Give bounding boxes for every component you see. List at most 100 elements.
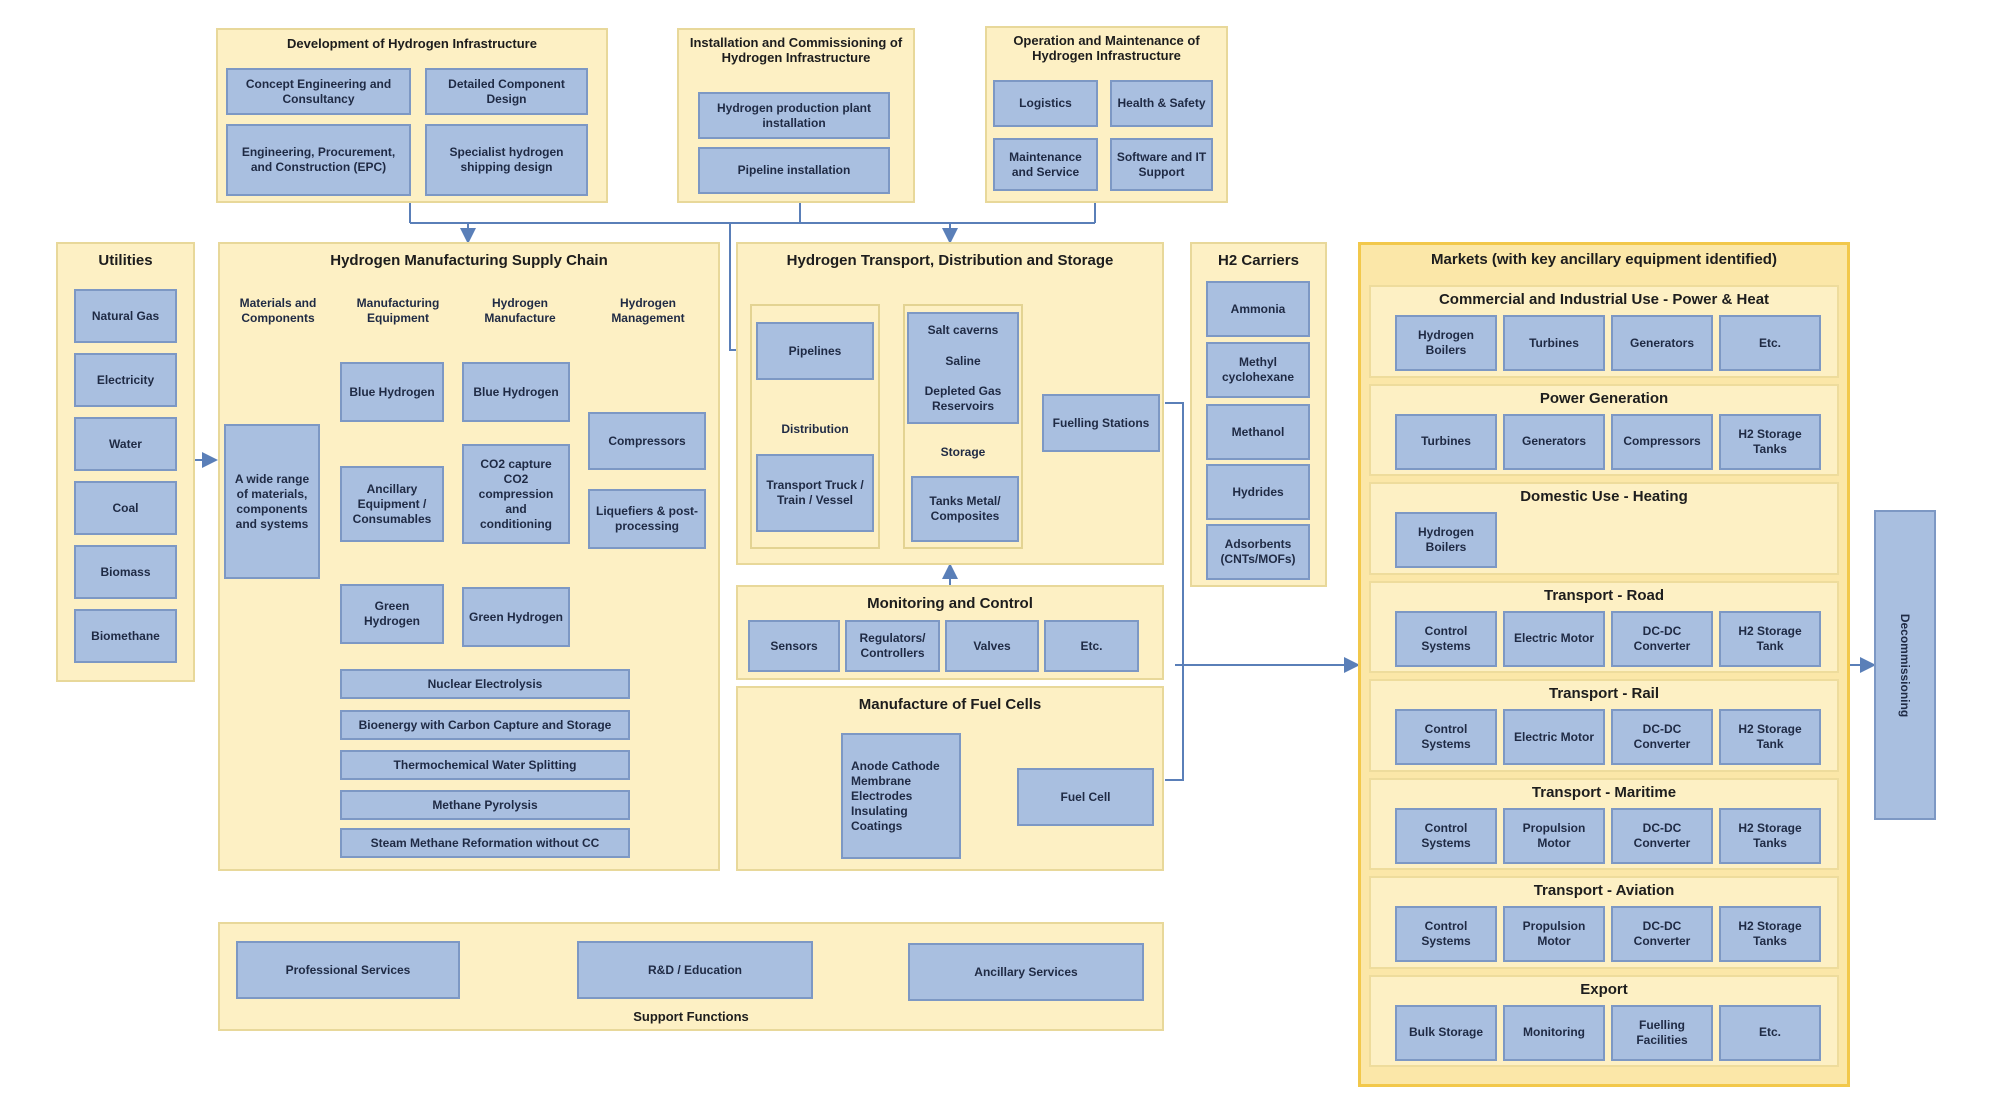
- natural-gas-box: Natural Gas: [74, 289, 177, 343]
- rd-education-box: R&D / Education: [577, 941, 813, 999]
- ammonia-box: Ammonia: [1206, 281, 1310, 337]
- column-materials: Materials and Components: [239, 296, 317, 325]
- adsorbents-box: Adsorbents (CNTs/MOFs): [1206, 524, 1310, 580]
- monitoring-title: Monitoring and Control: [867, 595, 1033, 612]
- column-equipment: Manufacturing Equipment: [356, 296, 440, 325]
- shipping-design-box: Specialist hydrogen shipping design: [425, 124, 588, 196]
- co2-capture-box: CO2 capture CO2 compression and conditio…: [462, 444, 570, 544]
- methyl-cyclohexane-box: Methyl cyclohexane: [1206, 342, 1310, 398]
- hydrides-box: Hydrides: [1206, 464, 1310, 520]
- operation-title: Operation and Maintenance of Hydrogen In…: [1013, 33, 1200, 63]
- market-item-box: H2 Storage Tanks: [1719, 906, 1821, 962]
- market-item-box: Electric Motor: [1503, 610, 1605, 667]
- transport-title: Hydrogen Transport, Distribution and Sto…: [786, 252, 1114, 269]
- markets-title: Markets (with key ancillary equipment id…: [1431, 251, 1777, 268]
- operation-panel: Operation and Maintenance of Hydrogen In…: [985, 26, 1228, 203]
- market-item-box: DC-DC Converter: [1611, 709, 1713, 765]
- tanks-box: Tanks Metal/ Composites: [911, 476, 1019, 542]
- concept-engineering-box: Concept Engineering and Consultancy: [226, 68, 411, 115]
- market-item-box: Monitoring: [1503, 1004, 1605, 1061]
- methanol-box: Methanol: [1206, 404, 1310, 460]
- market-item-box: Turbines: [1395, 413, 1497, 470]
- green-hydrogen-manufacture-box: Green Hydrogen: [462, 587, 570, 647]
- market-item-box: H2 Storage Tanks: [1719, 413, 1821, 470]
- health-safety-box: Health & Safety: [1110, 80, 1213, 127]
- blue-hydrogen-equipment-box: Blue Hydrogen: [340, 362, 444, 422]
- market-item-box: Propulsion Motor: [1503, 807, 1605, 864]
- development-title: Development of Hydrogen Infrastructure: [287, 36, 537, 51]
- fuelling-stations-box: Fuelling Stations: [1042, 394, 1160, 452]
- coal-box: Coal: [74, 481, 177, 535]
- transport-modes-box: Transport Truck / Train / Vessel: [756, 454, 874, 532]
- carriers-panel: H2 Carriers Ammonia Methyl cyclohexane M…: [1190, 242, 1327, 587]
- utilities-panel: Utilities Natural Gas Electricity Water …: [56, 242, 195, 682]
- market-item-box: Generators: [1611, 315, 1713, 371]
- market-section-title: Domestic Use - Heating: [1520, 488, 1688, 505]
- market-item-box: Hydrogen Boilers: [1395, 512, 1497, 568]
- market-item-box: Turbines: [1503, 315, 1605, 371]
- salt-caverns-box: Salt caverns: [907, 312, 1019, 346]
- compressors-box: Compressors: [588, 412, 706, 470]
- beccs-box: Bioenergy with Carbon Capture and Storag…: [340, 710, 630, 740]
- market-item-box: DC-DC Converter: [1611, 906, 1713, 962]
- market-item-box: H2 Storage Tank: [1719, 709, 1821, 765]
- column-management: Hydrogen Management: [611, 296, 685, 325]
- component-design-box: Detailed Component Design: [425, 68, 588, 115]
- market-section: Commercial and Industrial Use - Power & …: [1369, 285, 1839, 378]
- market-section-title: Transport - Aviation: [1533, 882, 1675, 899]
- epc-box: Engineering, Procurement, and Constructi…: [226, 124, 411, 196]
- support-panel: Professional Services R&D / Education An…: [218, 922, 1164, 1031]
- valves-box: Valves: [945, 620, 1039, 672]
- column-manufacture: Hydrogen Manufacture: [484, 296, 556, 325]
- market-item-box: H2 Storage Tanks: [1719, 807, 1821, 864]
- fuel-cell-box: Fuel Cell: [1017, 768, 1154, 826]
- depleted-reservoirs-box: Depleted Gas Reservoirs: [907, 376, 1019, 424]
- water-box: Water: [74, 417, 177, 471]
- saline-box: Saline: [907, 346, 1019, 376]
- electricity-box: Electricity: [74, 353, 177, 407]
- software-support-box: Software and IT Support: [1110, 138, 1213, 191]
- market-section-title: Commercial and Industrial Use - Power & …: [1438, 291, 1770, 308]
- market-item-box: Generators: [1503, 413, 1605, 470]
- biomethane-box: Biomethane: [74, 609, 177, 663]
- distribution-label: Distribution: [781, 421, 849, 436]
- market-section-title: Transport - Rail: [1548, 685, 1660, 702]
- installation-title: Installation and Commissioning of Hydrog…: [689, 35, 903, 65]
- green-hydrogen-equipment-box: Green Hydrogen: [340, 584, 444, 644]
- market-item-box: Etc.: [1719, 1004, 1821, 1061]
- pipeline-installation-box: Pipeline installation: [698, 147, 890, 194]
- market-section-title: Transport - Maritime: [1531, 783, 1677, 801]
- carriers-title: H2 Carriers: [1218, 252, 1299, 269]
- monitoring-etc-box: Etc.: [1044, 620, 1139, 672]
- methane-pyrolysis-box: Methane Pyrolysis: [340, 790, 630, 820]
- thermochemical-box: Thermochemical Water Splitting: [340, 750, 630, 780]
- liquefiers-box: Liquefiers & post-processing: [588, 489, 706, 549]
- market-item-box: Bulk Storage: [1395, 1004, 1497, 1061]
- biomass-box: Biomass: [74, 545, 177, 599]
- decommissioning-box: Decommissioning: [1874, 510, 1936, 820]
- manufacturing-panel: Hydrogen Manufacturing Supply Chain Mate…: [218, 242, 720, 871]
- market-item-box: Control Systems: [1395, 906, 1497, 962]
- professional-services-box: Professional Services: [236, 941, 460, 999]
- market-item-box: Control Systems: [1395, 709, 1497, 765]
- monitoring-panel: Monitoring and Control Sensors Regulator…: [736, 585, 1164, 680]
- utilities-title: Utilities: [98, 252, 153, 269]
- market-item-box: Control Systems: [1395, 610, 1497, 667]
- market-section-title: Export: [1580, 980, 1628, 998]
- markets-panel: Markets (with key ancillary equipment id…: [1358, 242, 1850, 1087]
- market-item-box: Electric Motor: [1503, 709, 1605, 765]
- market-item-box: Hydrogen Boilers: [1395, 315, 1497, 371]
- logistics-box: Logistics: [993, 80, 1098, 127]
- development-panel: Development of Hydrogen Infrastructure C…: [216, 28, 608, 203]
- ancillary-equipment-box: Ancillary Equipment / Consumables: [340, 466, 444, 542]
- plant-installation-box: Hydrogen production plant installation: [698, 92, 890, 139]
- fuel-cell-components-box: Anode Cathode Membrane Electrodes Insula…: [841, 733, 961, 859]
- market-section-title: Power Generation: [1539, 389, 1669, 407]
- market-item-box: Compressors: [1611, 413, 1713, 470]
- maintenance-box: Maintenance and Service: [993, 138, 1098, 191]
